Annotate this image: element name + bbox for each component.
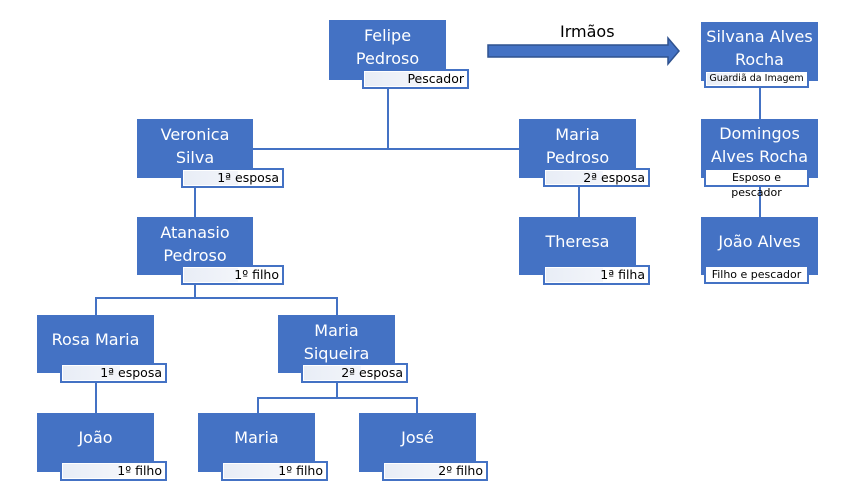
node-name: João bbox=[78, 428, 113, 447]
node-name: Veronica Silva bbox=[160, 125, 230, 167]
node-name: Domingos Alves Rocha bbox=[710, 124, 809, 166]
node-name: Felipe Pedroso bbox=[355, 26, 420, 68]
connector-spouses bbox=[253, 148, 519, 150]
connector-to-siqueira bbox=[336, 297, 338, 315]
node-domingos-alves-rocha[interactable]: Domingos Alves Rocha bbox=[701, 119, 818, 178]
connector-domingos-joaoalves bbox=[759, 187, 761, 217]
role-label-veronica: 1ª esposa bbox=[181, 168, 284, 188]
right-arrow-icon bbox=[487, 35, 680, 67]
role-label-felipe: Pescador bbox=[362, 69, 469, 89]
role-label-maria-siqueira: 2ª esposa bbox=[301, 363, 408, 383]
siblings-caption: Irmãos bbox=[560, 22, 615, 41]
connector-to-maria bbox=[257, 397, 259, 413]
role-label-theresa: 1ª filha bbox=[543, 265, 650, 285]
node-name: Maria Pedroso bbox=[545, 125, 610, 167]
connector-mariap-theresa bbox=[578, 187, 580, 217]
node-name: Rosa Maria bbox=[51, 329, 140, 349]
connector-veronica-atanasio bbox=[194, 188, 196, 217]
connector-silvana-domingos bbox=[759, 88, 761, 119]
role-label-silvana: Guardiã da Imagem bbox=[704, 70, 809, 88]
connector-felipe-down bbox=[387, 89, 389, 149]
node-name: José bbox=[401, 428, 434, 447]
node-name: Theresa bbox=[545, 231, 610, 251]
node-name: Maria Siqueira bbox=[303, 321, 370, 363]
connector-siqueira-down bbox=[336, 383, 338, 398]
role-label-joao: 1º filho bbox=[60, 461, 167, 481]
connector-atanasio-down bbox=[194, 285, 196, 298]
role-label-jose: 2º filho bbox=[382, 461, 488, 481]
role-label-rosa: 1ª esposa bbox=[60, 363, 167, 383]
connector-rosa-joao bbox=[95, 383, 97, 413]
node-name: Atanasio Pedroso bbox=[160, 223, 230, 265]
role-label-maria: 1º filho bbox=[221, 461, 328, 481]
connector-to-rosa bbox=[95, 297, 97, 315]
connector-atanasio-bar bbox=[95, 297, 338, 299]
role-label-joao-alves: Filho e pescador bbox=[704, 265, 809, 284]
connector-to-jose bbox=[416, 397, 418, 413]
node-name: Silvana Alves Rocha bbox=[706, 27, 813, 69]
role-label-domingos: Esposo e pescador bbox=[704, 168, 809, 199]
role-label-maria-pedroso: 2ª esposa bbox=[543, 168, 650, 187]
role-label-atanasio: 1º filho bbox=[181, 265, 284, 285]
node-name: João Alves bbox=[718, 231, 801, 251]
connector-siqueira-bar bbox=[257, 397, 418, 399]
node-name: Maria bbox=[234, 428, 279, 447]
